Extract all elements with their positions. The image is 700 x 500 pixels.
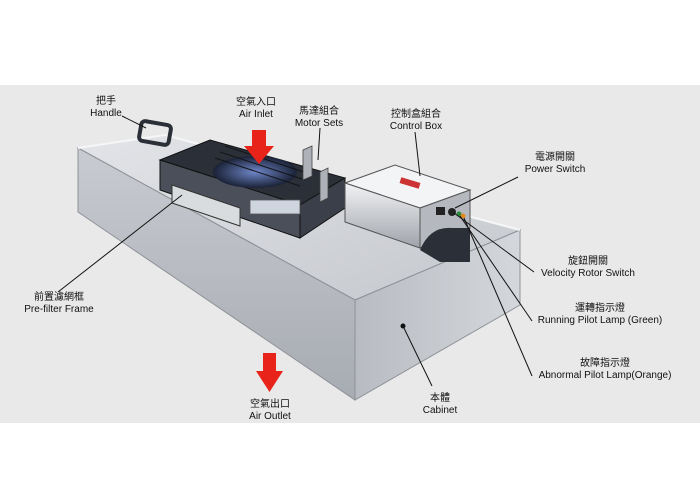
motor-housing — [158, 139, 347, 239]
control-box-label-zh: 控制盒組合 — [391, 109, 441, 120]
velocity-rotor-switch-label-en: Velocity Rotor Switch — [541, 268, 635, 279]
handle-label-en: Handle — [90, 108, 122, 119]
handle-label-zh: 把手 — [96, 96, 116, 107]
rotor-knob-icon — [448, 208, 456, 216]
air-outlet-label-en: Air Outlet — [249, 411, 291, 422]
handle-label: 把手 Handle — [88, 96, 124, 120]
control-box-label-en: Control Box — [389, 121, 443, 132]
motor-sets-label-en: Motor Sets — [294, 118, 344, 129]
air-inlet-label-zh: 空氣入口 — [236, 97, 276, 108]
pre-filter-frame-label: 前置濾網框 Pre-filter Frame — [14, 292, 104, 316]
pre-filter-frame-label-zh: 前置濾網框 — [34, 292, 84, 303]
motor-brackets — [302, 145, 329, 203]
velocity-rotor-switch-label-zh: 旋鈕開關 — [568, 256, 608, 267]
running-pilot-lamp-label-zh: 運轉指示燈 — [575, 303, 625, 314]
orange-lamp-icon — [460, 213, 466, 219]
cabinet-label-zh: 本體 — [430, 393, 450, 404]
running-pilot-lamp-label-en: Running Pilot Lamp (Green) — [537, 315, 663, 326]
cabinet-label-en: Cabinet — [422, 405, 458, 416]
air-outlet-label: 空氣出口 Air Outlet — [240, 399, 300, 423]
air-outlet-label-zh: 空氣出口 — [250, 399, 290, 410]
abnormal-pilot-lamp-label-zh: 故障指示燈 — [580, 358, 630, 369]
velocity-rotor-switch-label: 旋鈕開關 Velocity Rotor Switch — [532, 256, 644, 280]
running-pilot-lamp-label: 運轉指示燈 Running Pilot Lamp (Green) — [530, 303, 670, 327]
motor-sets-label-zh: 馬達組合 — [299, 106, 339, 117]
power-switch-icon — [436, 207, 445, 215]
motor-sets-label: 馬達組合 Motor Sets — [291, 106, 347, 130]
control-box — [343, 164, 472, 262]
fan-icon — [213, 156, 297, 188]
cabinet-label: 本體 Cabinet — [418, 393, 462, 417]
power-switch-label: 電源開關 Power Switch — [514, 152, 596, 176]
handle — [137, 119, 173, 147]
air-outlet-arrow-icon — [256, 353, 283, 392]
air-inlet-label: 空氣入口 Air Inlet — [228, 97, 284, 121]
pre-filter-frame — [171, 184, 241, 227]
abnormal-pilot-lamp-label: 故障指示燈 Abnormal Pilot Lamp(Orange) — [530, 358, 680, 382]
air-inlet-arrow-icon — [244, 130, 274, 164]
air-inlet-label-en: Air Inlet — [239, 109, 273, 120]
power-switch-label-en: Power Switch — [524, 164, 586, 175]
power-switch-label-zh: 電源開關 — [535, 152, 575, 163]
abnormal-pilot-lamp-label-en: Abnormal Pilot Lamp(Orange) — [538, 370, 672, 381]
leader-lines — [57, 115, 535, 387]
pre-filter-frame-label-en: Pre-filter Frame — [24, 304, 94, 315]
control-box-label: 控制盒組合 Control Box — [383, 109, 449, 133]
